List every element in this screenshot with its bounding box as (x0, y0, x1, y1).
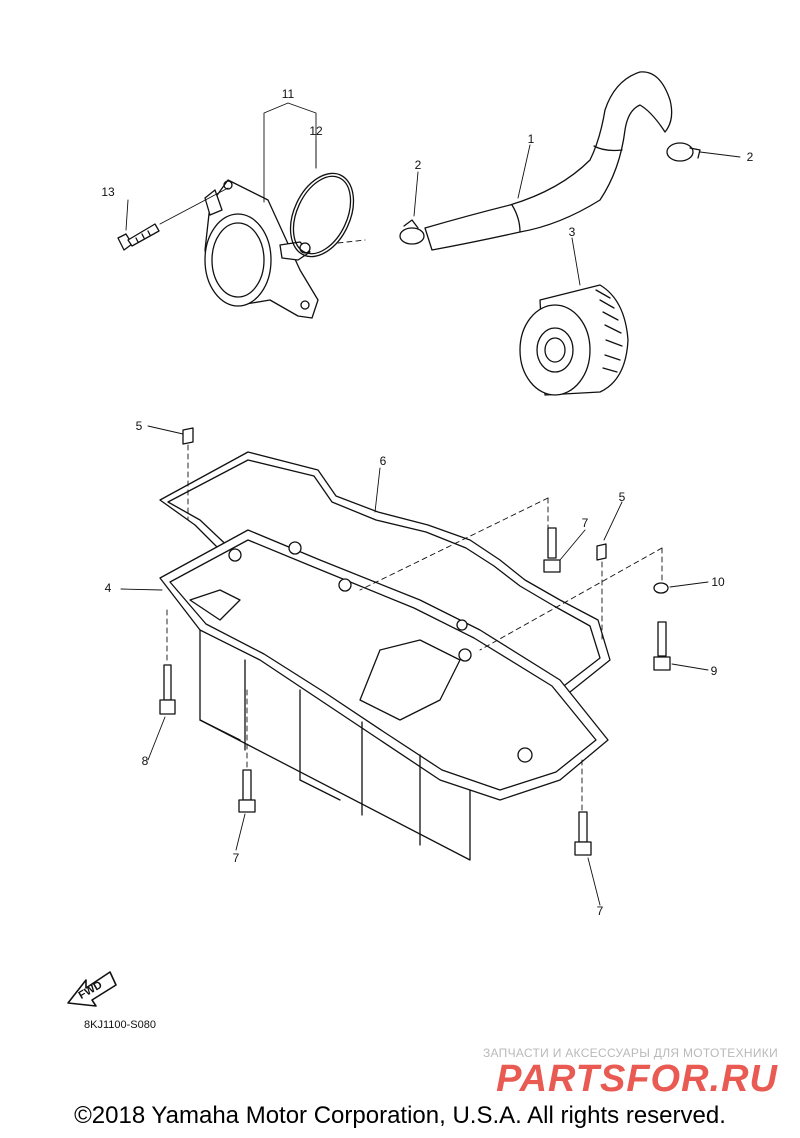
callout-7-right: 7 (597, 904, 604, 918)
callout-8: 8 (142, 754, 149, 768)
washer (653, 582, 669, 594)
callout-11: 11 (282, 87, 295, 101)
hose-clamp-right (666, 142, 701, 162)
forward-direction-arrow (67, 971, 117, 1007)
callout-7-top: 7 (582, 516, 589, 530)
bolt-7-right (574, 811, 592, 856)
oil-pan (159, 529, 609, 861)
callout-9: 9 (711, 664, 718, 678)
bolt-7-top (543, 527, 561, 573)
dowel-pin-right (596, 543, 607, 561)
callout-7-center: 7 (233, 851, 240, 865)
bolt-8 (159, 664, 176, 715)
dowel-pin-left (182, 427, 194, 445)
callout-13: 13 (101, 185, 115, 199)
callout-2-right: 2 (747, 150, 754, 164)
watermark-logo: PARTSFOR.RU (496, 1058, 778, 1100)
callout-4: 4 (105, 581, 112, 595)
callout-12: 12 (309, 124, 323, 138)
o-ring (289, 172, 355, 258)
callout-10: 10 (711, 575, 725, 589)
callout-6: 6 (380, 454, 387, 468)
oil-hose (424, 71, 673, 251)
callout-5-left: 5 (136, 419, 143, 433)
drain-bolt (653, 621, 671, 671)
hose-clamp-left (399, 219, 425, 245)
callout-3: 3 (569, 225, 576, 239)
callout-2-left: 2 (415, 158, 422, 172)
bolt-13 (117, 223, 160, 251)
callout-5-right: 5 (619, 490, 626, 504)
oil-cooler (204, 179, 319, 319)
callout-1: 1 (528, 132, 535, 146)
copyright-notice: ©2018 Yamaha Motor Corporation, U.S.A. A… (74, 1102, 726, 1129)
oil-filter (519, 284, 629, 396)
diagram-part-code: 8KJ1100-S080 (84, 1019, 156, 1031)
bolt-7-center (238, 769, 256, 813)
watermark-tagline: ЗАПЧАСТИ И АКСЕССУАРЫ ДЛЯ МОТОТЕХНИКИ (482, 1046, 778, 1060)
